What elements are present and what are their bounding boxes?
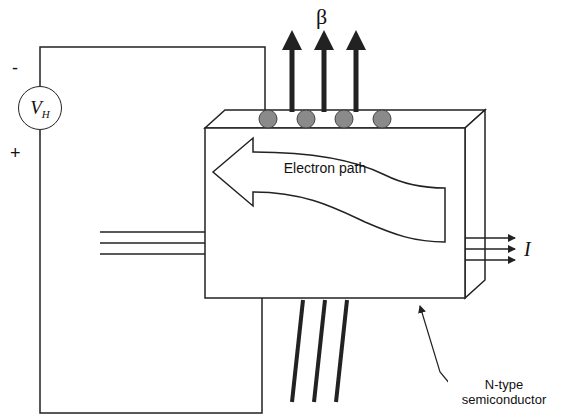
field-symbol: β [316, 4, 327, 29]
meter-text: VH [30, 97, 50, 120]
wire [40, 47, 265, 110]
arrow-shape [213, 138, 445, 242]
voltmeter-circle: VH [18, 86, 62, 130]
leader-line [420, 306, 450, 384]
arrow-text: Electron path [277, 160, 373, 177]
polarity-sign: - [12, 58, 18, 79]
electron-dots [259, 110, 391, 128]
meter-symbol: V [30, 97, 42, 118]
material-label: N-type semiconductor [448, 378, 560, 408]
arrow-outline [205, 130, 455, 250]
meter-subscript: H [42, 108, 50, 120]
current-label: I [524, 238, 531, 261]
current-arrows [465, 238, 515, 260]
electron-path-arrow: Electron path [205, 130, 455, 250]
field-lines [292, 300, 347, 402]
polarity-sign: + [10, 143, 21, 164]
semiconductor-slab [205, 110, 485, 298]
current-lines [100, 232, 205, 254]
field-arrows [292, 40, 356, 112]
